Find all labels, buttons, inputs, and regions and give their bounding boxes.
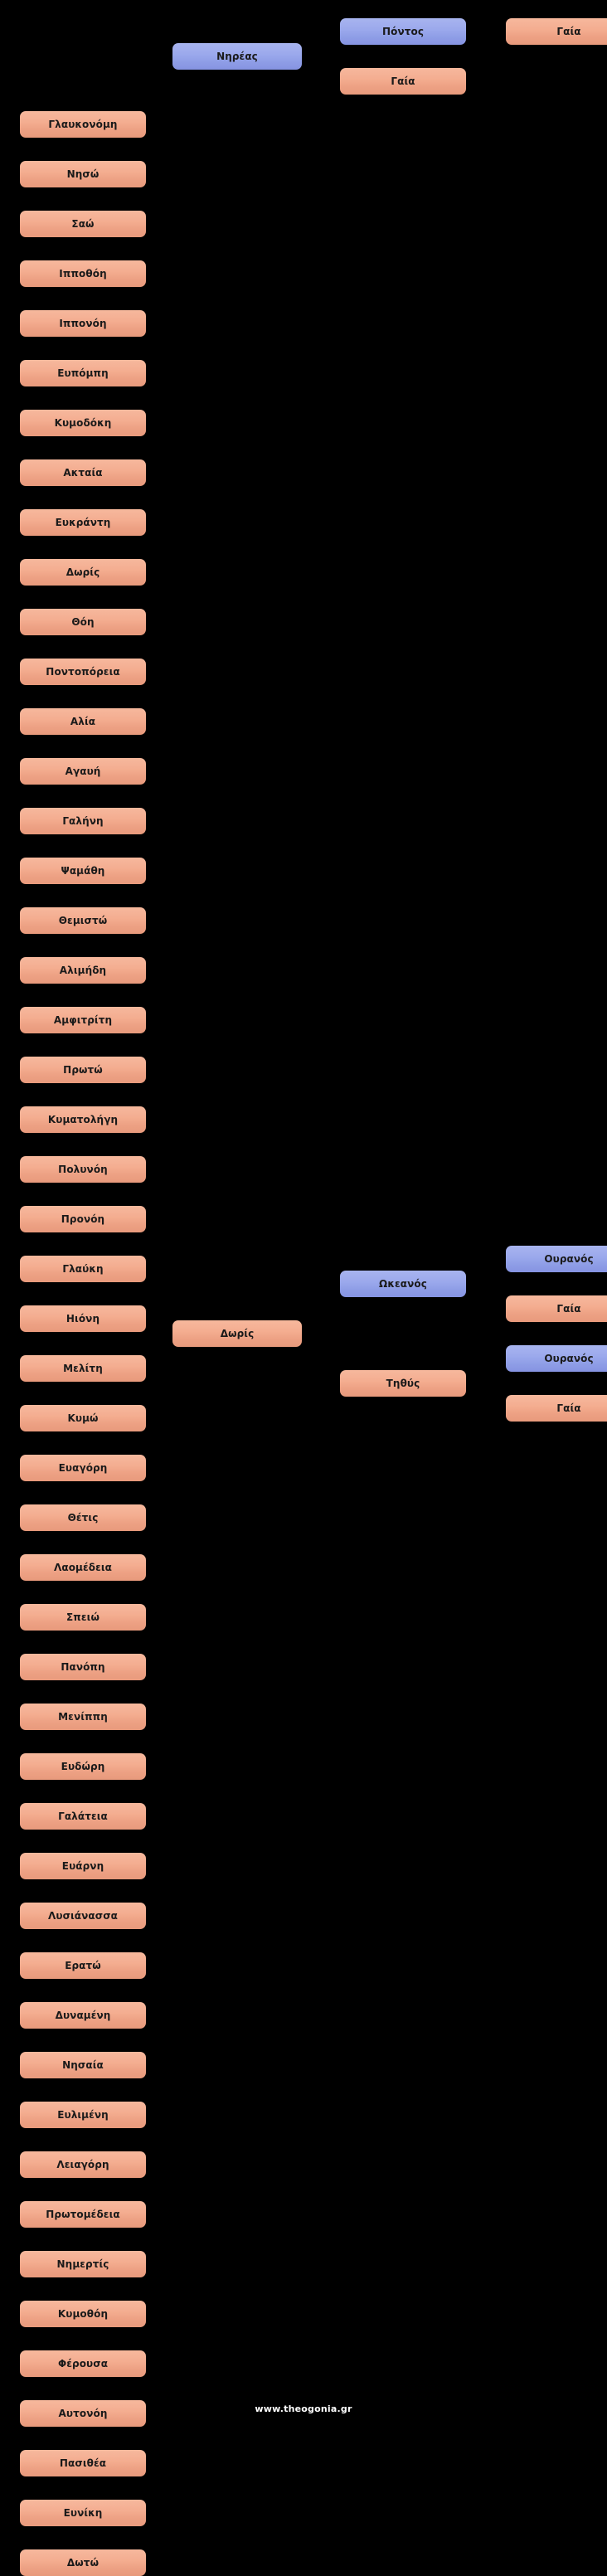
nereid-node[interactable]: Ερατώ xyxy=(20,1952,146,1979)
node-ouranos-1[interactable]: Ουρανός xyxy=(506,1246,607,1272)
nereid-node[interactable]: Αγαυή xyxy=(20,758,146,785)
nereid-node[interactable]: Μελίτη xyxy=(20,1355,146,1382)
nereid-node[interactable]: Ιππονόη xyxy=(20,310,146,337)
nereid-node[interactable]: Φέρουσα xyxy=(20,2350,146,2377)
nereid-node[interactable]: Αλιμήδη xyxy=(20,957,146,984)
nereid-node[interactable]: Κυμώ xyxy=(20,1405,146,1431)
nereid-node[interactable]: Μενίππη xyxy=(20,1704,146,1730)
nereid-node[interactable]: Σαώ xyxy=(20,211,146,237)
node-pontos[interactable]: Πόντος xyxy=(340,18,466,45)
nereid-node[interactable]: Θέτις xyxy=(20,1504,146,1531)
nereid-node[interactable]: Γλαυκονόμη xyxy=(20,111,146,138)
nereid-node[interactable]: Ευάρνη xyxy=(20,1853,146,1879)
nereid-node[interactable]: Νησώ xyxy=(20,161,146,187)
nereid-node[interactable]: Ευπόμπη xyxy=(20,360,146,386)
nereid-node[interactable]: Αυτονόη xyxy=(20,2400,146,2427)
nereid-node[interactable]: Πολυνόη xyxy=(20,1156,146,1183)
nereid-node[interactable]: Ευλιμένη xyxy=(20,2102,146,2128)
nereid-node[interactable]: Πασιθέα xyxy=(20,2450,146,2476)
nereid-node[interactable]: Ηιόνη xyxy=(20,1305,146,1332)
nereid-node[interactable]: Αμφιτρίτη xyxy=(20,1007,146,1033)
node-ouranos-2[interactable]: Ουρανός xyxy=(506,1345,607,1372)
nereid-node[interactable]: Πανόπη xyxy=(20,1654,146,1680)
nereid-node[interactable]: Δωτώ xyxy=(20,2549,146,2576)
nereid-node[interactable]: Ψαμάθη xyxy=(20,858,146,884)
nereid-node[interactable]: Ποντοπόρεια xyxy=(20,659,146,685)
nereid-node[interactable]: Ιπποθόη xyxy=(20,260,146,287)
nereid-node[interactable]: Προνόη xyxy=(20,1206,146,1232)
node-okeanos[interactable]: Ωκεανός xyxy=(340,1271,466,1297)
nereid-node[interactable]: Θόη xyxy=(20,609,146,635)
node-tithys[interactable]: Τηθύς xyxy=(340,1370,466,1397)
nereid-node[interactable]: Λυσιάνασσα xyxy=(20,1903,146,1929)
node-gaia-right-1[interactable]: Γαία xyxy=(506,1295,607,1322)
nereid-node[interactable]: Ευαγόρη xyxy=(20,1455,146,1481)
node-nireas[interactable]: Νηρέας xyxy=(172,43,302,70)
nereid-node[interactable]: Σπειώ xyxy=(20,1604,146,1631)
nereid-node[interactable]: Ακταία xyxy=(20,459,146,486)
nereid-node[interactable]: Κυμοθόη xyxy=(20,2301,146,2327)
nereid-node[interactable]: Γαλήνη xyxy=(20,808,146,834)
nereid-node[interactable]: Δυναμένη xyxy=(20,2002,146,2029)
nereid-node[interactable]: Θεμιστώ xyxy=(20,907,146,934)
nereid-node[interactable]: Κυμοδόκη xyxy=(20,410,146,436)
nereid-node[interactable]: Κυματολήγη xyxy=(20,1106,146,1133)
nereid-node[interactable]: Γαλάτεια xyxy=(20,1803,146,1830)
nereid-node[interactable]: Νημερτίς xyxy=(20,2251,146,2277)
nereid-node[interactable]: Λαομέδεια xyxy=(20,1554,146,1581)
nereid-node[interactable]: Αλία xyxy=(20,708,146,735)
diagram-canvas: Νηρέας Πόντος Γαία Γαία Δωρίς Ωκεανός Τη… xyxy=(20,18,607,2576)
nereid-node[interactable]: Ευκράντη xyxy=(20,509,146,536)
nereid-node[interactable]: Λειαγόρη xyxy=(20,2151,146,2178)
node-gaia-top-right[interactable]: Γαία xyxy=(506,18,607,45)
nereid-node[interactable]: Πρωτώ xyxy=(20,1057,146,1083)
node-gaia-under-pontos[interactable]: Γαία xyxy=(340,68,466,95)
nereid-node[interactable]: Πρωτομέδεια xyxy=(20,2201,146,2228)
nereid-node[interactable]: Νησαία xyxy=(20,2052,146,2078)
nereid-node[interactable]: Ευδώρη xyxy=(20,1753,146,1780)
footer-site-url[interactable]: www.theogonia.gr xyxy=(255,2403,352,2414)
nereid-node[interactable]: Γλαύκη xyxy=(20,1256,146,1282)
node-gaia-right-2[interactable]: Γαία xyxy=(506,1395,607,1422)
node-doris-parent[interactable]: Δωρίς xyxy=(172,1320,302,1347)
nereid-node[interactable]: Ευνίκη xyxy=(20,2500,146,2526)
nereid-node[interactable]: Δωρίς xyxy=(20,559,146,586)
